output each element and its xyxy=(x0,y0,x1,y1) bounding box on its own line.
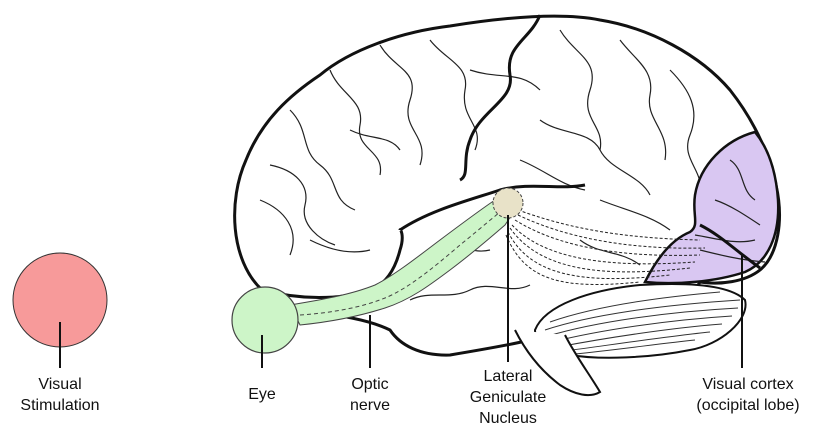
label-eye: Eye xyxy=(232,384,292,405)
lgn-circle xyxy=(493,188,523,218)
label-optic-nerve-line2: nerve xyxy=(335,395,405,416)
label-lgn-line2: Geniculate xyxy=(462,387,554,408)
label-optic-nerve: Optic nerve xyxy=(335,374,405,416)
label-visual-stimulation-line2: Stimulation xyxy=(12,395,108,416)
label-visual-cortex: Visual cortex (occipital lobe) xyxy=(686,374,810,416)
label-eye-line1: Eye xyxy=(232,384,292,405)
label-visual-cortex-line1: Visual cortex xyxy=(686,374,810,395)
eye-circle xyxy=(232,287,298,353)
label-visual-cortex-line2: (occipital lobe) xyxy=(686,395,810,416)
label-lgn: Lateral Geniculate Nucleus xyxy=(462,366,554,429)
label-optic-nerve-line1: Optic xyxy=(335,374,405,395)
label-visual-stimulation: Visual Stimulation xyxy=(12,374,108,416)
label-lgn-line3: Nucleus xyxy=(462,408,554,429)
label-lgn-line1: Lateral xyxy=(462,366,554,387)
label-visual-stimulation-line1: Visual xyxy=(12,374,108,395)
